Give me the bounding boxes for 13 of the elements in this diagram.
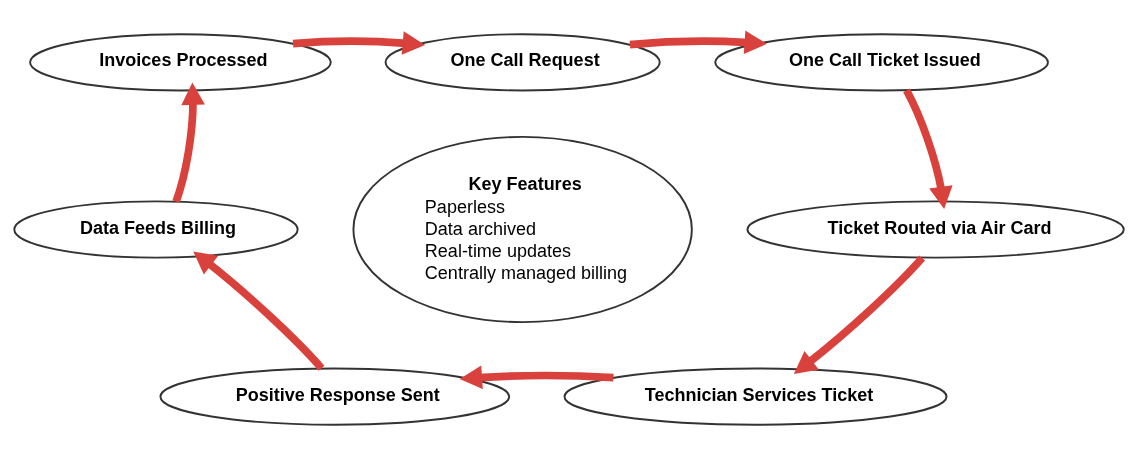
node-ellipse: One Call Ticket Issued	[714, 33, 1049, 92]
node-ellipse: Key Features Paperless Data archived Real-time updates Centrally managed billing	[352, 135, 693, 324]
arrow	[193, 251, 325, 371]
node-ellipse: Ticket Routed via Air Card	[746, 200, 1125, 259]
arrow	[292, 31, 426, 55]
node-ellipse: Invoices Processed	[29, 33, 332, 92]
arrow	[903, 88, 953, 210]
arrow	[793, 255, 925, 375]
node-ellipse: Data Feeds Billing	[13, 200, 299, 259]
arrow	[459, 365, 614, 390]
arrow	[172, 82, 205, 203]
arrow	[629, 30, 767, 55]
node-ellipse: Technician Services Ticket	[563, 367, 948, 426]
